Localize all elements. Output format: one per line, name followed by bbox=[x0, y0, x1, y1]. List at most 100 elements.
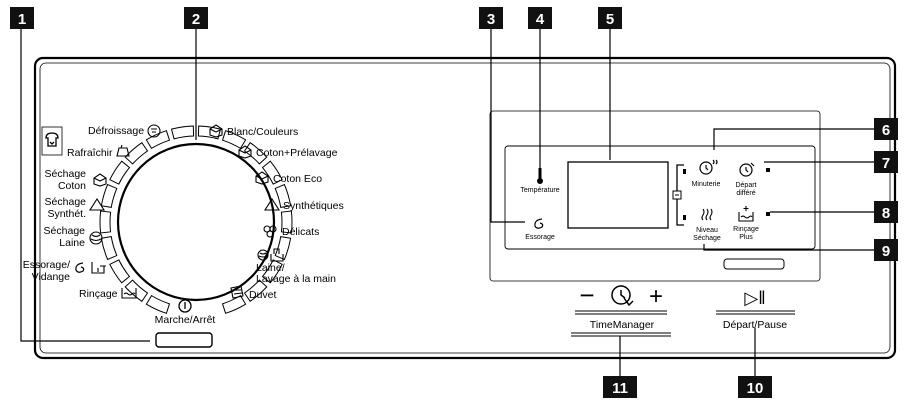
dial-segment bbox=[170, 125, 195, 140]
coton-eco-icon bbox=[255, 171, 269, 185]
program-labels-right: Blanc/Couleurs Coton+Prélavage Coton Eco… bbox=[209, 124, 344, 301]
dry-level-icon bbox=[701, 208, 713, 221]
power-symbol-icon bbox=[178, 299, 192, 313]
program-label-duvet: Duvet bbox=[249, 289, 277, 301]
dial-segment bbox=[100, 183, 118, 208]
handwash-icon bbox=[270, 248, 284, 262]
program-label-sechage-synth-1: Séchage bbox=[45, 196, 87, 208]
program-label-rafraichir: Rafraîchir bbox=[67, 147, 113, 159]
callout-8: 8 bbox=[874, 201, 898, 223]
timer-dry-icon bbox=[699, 159, 718, 175]
depart-differe-label-2: différé bbox=[736, 190, 755, 197]
callout-7: 7 bbox=[874, 151, 898, 173]
dial-segment bbox=[243, 279, 268, 302]
essorage-label: Essorage bbox=[525, 234, 555, 241]
callout-2: 2 bbox=[184, 7, 208, 29]
time-manager-hand-icon bbox=[611, 285, 634, 307]
callout-10: 10 bbox=[738, 376, 772, 398]
dial-segment bbox=[261, 160, 283, 185]
lock-icon bbox=[672, 190, 682, 200]
program-label-essorage-vidange-1: Essorage/ bbox=[23, 259, 70, 271]
duvet-icon bbox=[230, 285, 244, 299]
bracket-marker-bottom bbox=[683, 215, 686, 220]
svg-text:8: 8 bbox=[882, 205, 890, 222]
program-label-synthetiques: Synthétiques bbox=[283, 200, 344, 212]
coton-prelavage-icon bbox=[238, 145, 252, 159]
callout-4: 4 bbox=[528, 7, 552, 29]
lcd-display bbox=[567, 161, 669, 229]
rincage-plus-label-2: Plus bbox=[739, 234, 753, 241]
synthetic-icon bbox=[88, 197, 106, 211]
delicats-icon bbox=[263, 225, 277, 238]
start-pause-symbol: ▷ǁ bbox=[744, 288, 765, 308]
niveau-sechage-label-2: Séchage bbox=[693, 235, 721, 242]
temperature-icon bbox=[537, 168, 543, 184]
defroissage-icon bbox=[147, 124, 161, 138]
callout-9: 9 bbox=[874, 239, 898, 261]
svg-text:2: 2 bbox=[192, 11, 200, 28]
niveau-sechage-label-1: Niveau bbox=[696, 227, 718, 234]
dial-segment bbox=[243, 142, 268, 165]
rinse-icon bbox=[121, 288, 137, 299]
time-manager-control[interactable]: − + TimeManager bbox=[571, 280, 671, 337]
synthetiques-icon bbox=[263, 197, 281, 211]
dial-segment bbox=[99, 210, 112, 234]
extra-rinse-icon bbox=[738, 206, 754, 222]
program-label-coton-prelavage: Coton+Prélavage bbox=[256, 147, 338, 159]
dial-knob[interactable] bbox=[116, 142, 276, 302]
time-decrease-button[interactable]: − bbox=[579, 280, 594, 310]
dial-segment bbox=[145, 130, 171, 150]
dial-segment bbox=[145, 294, 171, 314]
temperature-label: Température bbox=[520, 187, 559, 194]
svg-text:3: 3 bbox=[487, 11, 495, 28]
program-label-rincage: Rinçage bbox=[79, 288, 118, 300]
program-label-sechage-laine-2: Laine bbox=[59, 237, 85, 249]
minuterie-button[interactable]: Minuterie bbox=[692, 159, 721, 188]
drain-icon bbox=[91, 262, 106, 274]
dial-segment bbox=[197, 125, 222, 140]
minuterie-label: Minuterie bbox=[692, 181, 721, 188]
program-label-coton-eco: Coton Eco bbox=[273, 173, 322, 185]
rincage-plus-button[interactable]: Rinçage Plus bbox=[733, 206, 759, 241]
program-label-defroissage: Défroissage bbox=[88, 125, 144, 137]
time-increase-button[interactable]: + bbox=[649, 283, 663, 310]
dial-segment bbox=[109, 160, 131, 185]
start-pause-label: Départ/Pause bbox=[723, 319, 787, 331]
display-inner-frame bbox=[504, 145, 816, 250]
rincage-plus-indicator bbox=[766, 212, 770, 216]
callout-6: 6 bbox=[874, 118, 898, 140]
depart-differe-indicator bbox=[766, 168, 770, 172]
laine-icon bbox=[257, 249, 269, 261]
rincage-plus-label-1: Rinçage bbox=[733, 226, 759, 233]
svg-text:1: 1 bbox=[18, 11, 26, 28]
start-pause-indicator-slot bbox=[723, 258, 785, 270]
depart-differe-label-1: Départ bbox=[735, 182, 756, 189]
cotton-icon bbox=[93, 173, 107, 187]
time-manager-label: TimeManager bbox=[590, 319, 655, 331]
program-label-blanc-couleurs: Blanc/Couleurs bbox=[227, 126, 298, 138]
bracket-marker-top bbox=[683, 169, 686, 174]
svg-text:9: 9 bbox=[882, 243, 890, 260]
depart-differe-button[interactable]: Départ différé bbox=[735, 162, 757, 197]
dial-segment bbox=[109, 259, 131, 284]
program-group-bracket bbox=[41, 126, 63, 156]
power-button[interactable] bbox=[155, 332, 213, 348]
niveau-sechage-button[interactable]: Niveau Séchage bbox=[693, 208, 721, 242]
spin-speed-icon bbox=[534, 218, 544, 229]
program-label-delicats: Délicats bbox=[282, 226, 319, 238]
callout-3: 3 bbox=[479, 7, 503, 29]
program-label-laine-2: Lavage à la main bbox=[256, 273, 336, 285]
power-label: Marche/Arrêt bbox=[155, 314, 216, 326]
rafraichir-icon bbox=[116, 144, 130, 157]
wool-icon bbox=[89, 231, 103, 245]
start-pause-button[interactable]: ▷ǁ Départ/Pause bbox=[716, 288, 795, 331]
callout-5: 5 bbox=[598, 7, 622, 29]
program-label-laine-1: Laine/ bbox=[256, 262, 285, 274]
svg-text:10: 10 bbox=[747, 380, 764, 397]
svg-text:4: 4 bbox=[536, 11, 545, 28]
dial-segment bbox=[124, 142, 149, 165]
svg-text:7: 7 bbox=[882, 155, 890, 172]
dial-segment bbox=[100, 236, 118, 261]
tshirt-icon bbox=[45, 132, 59, 147]
